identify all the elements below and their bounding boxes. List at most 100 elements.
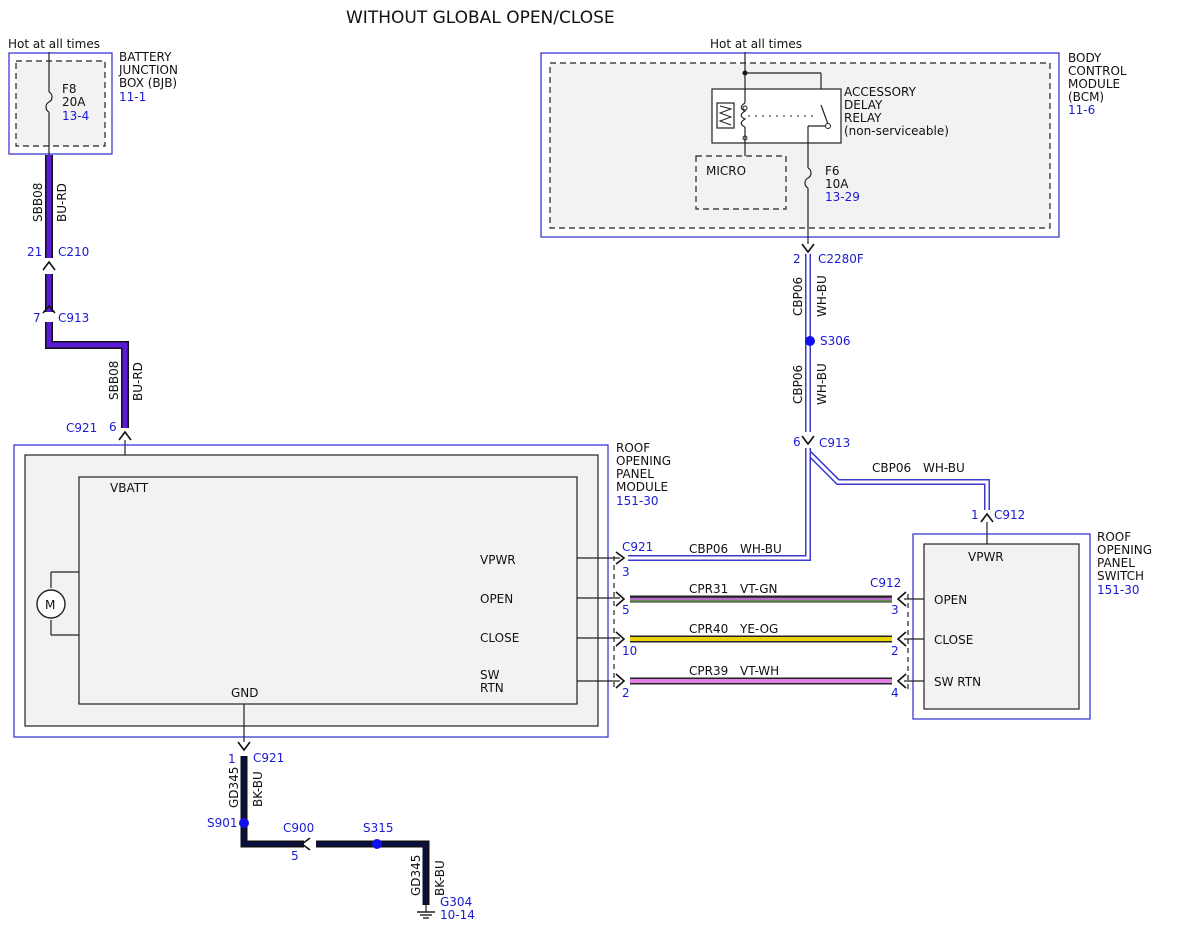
roof-opening-panel-module: M VBATT GND VPWR OPEN CLOSE SW RTN ROOF … <box>13 441 671 738</box>
c900-pin: 5 <box>291 849 299 863</box>
wire-cbp06-a-color: WH-BU <box>815 275 829 317</box>
bjb-name-1: BATTERY <box>119 50 172 64</box>
bcm-name-3: MODULE <box>1068 77 1120 91</box>
bcm-ref: 11-6 <box>1068 103 1095 117</box>
c912-top-pin: 1 <box>971 508 979 522</box>
wire-cpr40-circuit: CPR40 <box>689 622 728 636</box>
bcm-name-4: (BCM) <box>1068 90 1104 104</box>
bjb-name-3: BOX (BJB) <box>119 76 177 90</box>
c921-top-pin: 6 <box>109 420 117 434</box>
wire-cpr39-circuit: CPR39 <box>689 664 728 678</box>
bcm-inner <box>549 62 1051 229</box>
module-outline <box>13 444 609 738</box>
relay-name-3: RELAY <box>844 111 882 125</box>
c913-left-pin: 7 <box>33 311 41 325</box>
connector-c912-top-icon <box>980 512 994 523</box>
c921-pin3-icon <box>615 551 626 565</box>
c921-pin-2: 2 <box>622 686 630 700</box>
bjb-hot-label: Hot at all times <box>8 37 100 51</box>
c913-left-name: C913 <box>58 311 89 325</box>
switch-pin-open: OPEN <box>934 593 967 607</box>
connector-c913-right-icon <box>801 435 815 446</box>
wire-cpr31-circuit: CPR31 <box>689 582 728 596</box>
module-name-3: PANEL <box>616 467 654 481</box>
wire-sbb08-top-color: BU-RD <box>55 183 69 222</box>
wire-cpr31-color: VT-GN <box>740 582 777 596</box>
wire-cbp06-c-circuit: CBP06 <box>872 461 911 475</box>
switch-name-2: OPENING <box>1097 543 1152 557</box>
bcm-name-1: BODY <box>1068 51 1102 65</box>
body-control-module: Hot at all times ACCESSORY DELAY RELAY (… <box>540 37 1127 244</box>
c921-pin5-icon <box>615 591 626 607</box>
c913-right-name: C913 <box>819 436 850 450</box>
switch-name-4: SWITCH <box>1097 569 1144 583</box>
c912-pin-2: 2 <box>891 644 899 658</box>
fuse-f8-name: F8 <box>62 82 77 96</box>
wire-cbp06-c-color: WH-BU <box>923 461 965 475</box>
module-gnd-label: GND <box>231 686 259 700</box>
wire-cbp06-b-circuit: CBP06 <box>791 365 805 404</box>
g304-ref: 10-14 <box>440 908 475 922</box>
c912-pin-3: 3 <box>891 603 899 617</box>
splice-s306 <box>805 336 815 346</box>
wire-gd345-a-circuit: GD345 <box>227 767 241 808</box>
splice-s901 <box>239 818 249 828</box>
wire-cbp06-center-circuit: CBP06 <box>689 542 728 556</box>
c210-name: C210 <box>58 245 89 259</box>
c921-pin-3: 3 <box>622 565 630 579</box>
micro-box <box>695 155 787 210</box>
connector-c921-pin1-icon <box>237 741 251 752</box>
c912-pin3-icon <box>896 591 907 607</box>
motor-label: M <box>45 598 55 612</box>
s901-label: S901 <box>207 816 238 830</box>
c921-pin10-icon <box>615 631 626 647</box>
c921-center-name: C921 <box>622 540 653 554</box>
c210-pin: 21 <box>27 245 42 259</box>
connector-c913-left-icon <box>42 304 56 314</box>
module-logic-box <box>78 476 578 705</box>
relay-name-2: DELAY <box>844 98 883 112</box>
switch-body <box>923 543 1080 710</box>
wire-cbp06-b-color: WH-BU <box>815 363 829 405</box>
relay-name-1: ACCESSORY <box>844 85 917 99</box>
center-harness: C921 C912 CBP06 WH-BU 3 CPR31 VT-GN 5 3 … <box>613 540 909 700</box>
switch-pin-close: CLOSE <box>934 633 973 647</box>
module-name-2: OPENING <box>616 454 671 468</box>
wire-gd345-upper <box>242 756 304 846</box>
ground-circuit: 1 C921 GD345 BK-BU S901 C900 5 S315 GD34… <box>207 704 475 922</box>
module-name-1: ROOF <box>616 441 650 455</box>
roof-opening-panel-switch: VPWR OPEN CLOSE SW RTN ROOF OPENING PANE… <box>904 530 1152 720</box>
wire-cpr40-color: YE-OG <box>739 622 778 636</box>
c921-bottom-name: C921 <box>253 751 284 765</box>
fuse-f8-rating: 20A <box>62 95 86 109</box>
g304-name: G304 <box>440 895 472 909</box>
module-pin-open: OPEN <box>480 592 513 606</box>
module-pin-rtn: RTN <box>480 681 504 695</box>
module-name-4: MODULE <box>616 480 668 494</box>
relay-name-4: (non-serviceable) <box>844 124 949 138</box>
switch-name-3: PANEL <box>1097 556 1135 570</box>
relay-switch-icon <box>820 104 829 125</box>
c921-pin-5: 5 <box>622 603 630 617</box>
connector-c900-icon <box>300 837 311 851</box>
c912-pin4-icon <box>896 673 907 689</box>
wire-gd345-b-circuit: GD345 <box>409 855 423 896</box>
fuse-f6-rating: 10A <box>825 177 849 191</box>
module-pin-close: CLOSE <box>480 631 519 645</box>
c921-pin2-icon <box>615 673 626 689</box>
c900-name: C900 <box>283 821 314 835</box>
module-ref: 151-30 <box>616 494 659 508</box>
fuse-f8-ref: 13-4 <box>62 109 89 123</box>
wire-sbb08-lower <box>46 322 128 428</box>
c2280f-name: C2280F <box>818 252 864 266</box>
switch-name-1: ROOF <box>1097 530 1131 544</box>
c912-pin2-icon <box>896 631 907 647</box>
wire-sbb08-top-circuit: SBB08 <box>31 183 45 222</box>
wire-gd345-a-color: BK-BU <box>251 771 265 807</box>
splice-s315 <box>372 839 382 849</box>
c921-bottom-pin: 1 <box>228 752 236 766</box>
micro-label: MICRO <box>706 164 746 178</box>
bjb-ref: 11-1 <box>119 90 146 104</box>
c921-top-name: C921 <box>66 421 97 435</box>
bjb-outline <box>8 52 113 155</box>
